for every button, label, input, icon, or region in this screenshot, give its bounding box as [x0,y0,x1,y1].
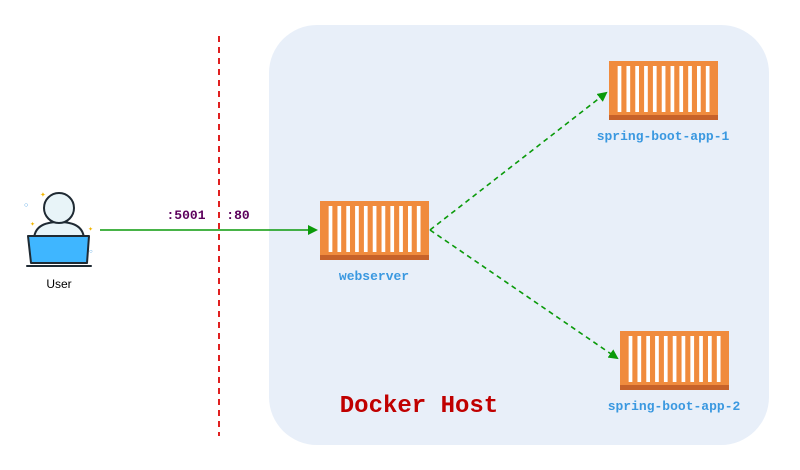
sparkle-icon: ✦ [30,221,35,228]
docker-host-label: Docker Host [340,393,498,420]
port-inner-label: :80 [226,208,250,223]
sparkle-icon: ✦ [88,226,93,233]
container-icon [609,61,718,120]
sparkle-icon: ✦ [40,191,46,199]
port-outer-label: :5001 [166,208,205,223]
container-icon [320,201,429,260]
webserver-to-app2-arrow [429,229,619,360]
app2-label: spring-boot-app-2 [608,399,741,414]
user-laptop-icon: ✦ ○ ✦ ✦ ○ [24,191,93,267]
sparkle-icon: ○ [89,249,93,255]
user-label: User [46,277,71,291]
webserver-to-app1-arrow [429,91,608,231]
webserver-label: webserver [339,269,409,284]
app1-label: spring-boot-app-1 [597,129,730,144]
sparkle-icon: ○ [24,202,28,209]
container-icon [620,331,729,390]
